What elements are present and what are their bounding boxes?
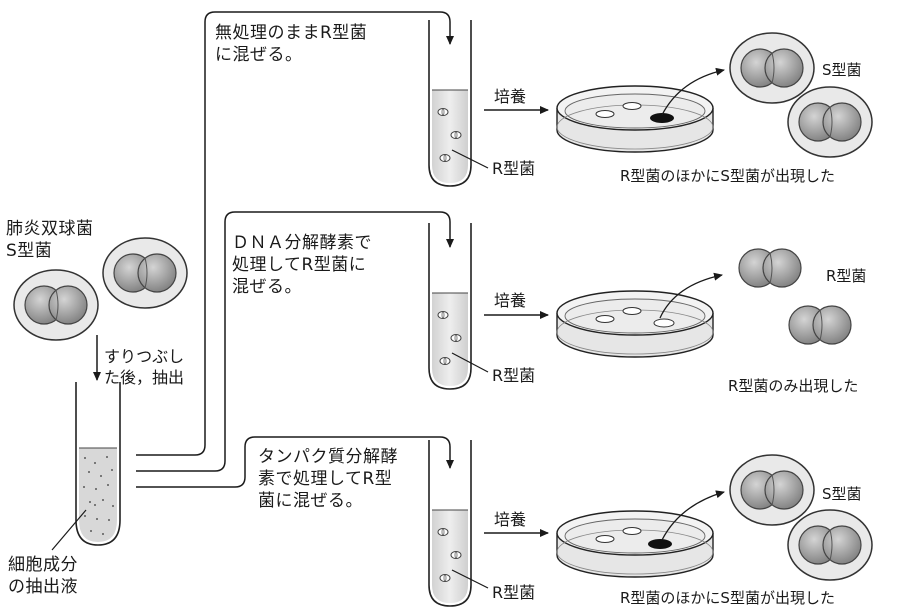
- source-s-cell-2: [102, 237, 188, 309]
- extract-tube: [75, 382, 121, 546]
- row1-result-label: S型菌: [822, 61, 862, 79]
- row2-culture-label: 培養: [494, 291, 527, 310]
- row2-result-cell-2: [788, 305, 852, 345]
- row3-treatment: タンパク質分解酵 素で処理してR型 菌に混ぜる。: [258, 447, 398, 511]
- row3-result-caption: R型菌のほかにS型菌が出現した: [620, 589, 835, 607]
- row1-result-cell-1: [729, 32, 815, 104]
- branch-line-2: [136, 211, 454, 472]
- row1-result-arrow: [661, 67, 725, 116]
- branch-line-3: [136, 436, 454, 488]
- source-label: 肺炎双球菌 S型菌: [6, 219, 94, 261]
- row3-culture-label: 培養: [494, 510, 527, 529]
- row1-pointer-line: [451, 149, 489, 169]
- row1-tube: [428, 19, 472, 187]
- row1-result-cell-2: [787, 86, 873, 158]
- row2-treatment: ＤＮＡ分解酵素で 処理してR型菌に 混ぜる。: [232, 233, 372, 297]
- row2-dish: [556, 290, 714, 358]
- row2-tube-label: R型菌: [492, 366, 536, 385]
- row3-result-cell-1: [729, 454, 815, 526]
- row1-culture-label: 培養: [494, 87, 527, 106]
- row2-result-caption: R型菌のみ出現した: [728, 377, 859, 395]
- source-s-cell-1: [13, 269, 99, 341]
- row2-pointer-line: [451, 352, 489, 373]
- row2-result-label: R型菌: [826, 267, 867, 285]
- row1-dish: [556, 85, 714, 153]
- row3-result-arrow: [661, 490, 725, 541]
- row3-pointer-line: [451, 569, 489, 589]
- row3-tube-label: R型菌: [492, 583, 536, 602]
- row2-result-arrow: [659, 272, 723, 319]
- step-label: すりつぶし た後，抽出: [104, 347, 185, 387]
- row2-tube: [428, 222, 472, 390]
- row1-tube-label: R型菌: [492, 159, 536, 178]
- branch-line-1: [136, 11, 454, 456]
- row1-treatment: 無処理のままR型菌 に混ぜる。: [215, 23, 368, 65]
- extract-label: 細胞成分 の抽出液: [8, 555, 78, 597]
- row1-result-caption: R型菌のほかにS型菌が出現した: [620, 167, 835, 185]
- extract-pointer-line: [51, 509, 87, 551]
- row2-result-cell-1: [738, 248, 802, 288]
- row3-result-cell-2: [787, 509, 873, 581]
- row3-result-label: S型菌: [822, 485, 862, 503]
- row3-dish: [556, 510, 714, 578]
